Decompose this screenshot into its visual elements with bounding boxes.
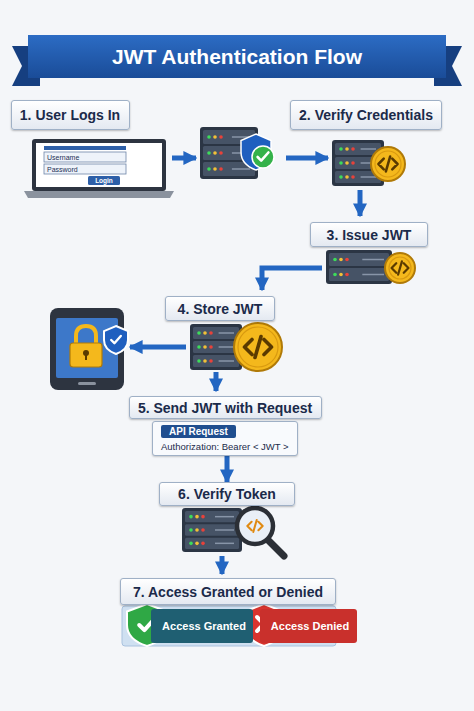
title: JWT Authentication Flow: [28, 35, 446, 78]
result-button: Access Denied: [260, 609, 357, 643]
result-button: Access Granted: [151, 609, 253, 643]
node-text: 1. User Logs In: [20, 107, 120, 123]
node-text: 6. Verify Token: [178, 486, 276, 502]
flow-arrow: [214, 372, 219, 391]
step-label: 3. Issue JWT: [310, 222, 428, 247]
node-text: 3. Issue JWT: [327, 227, 412, 243]
node-text: API Request: [161, 425, 236, 438]
flow-arrow: [262, 268, 322, 290]
flow-arrows: [130, 158, 360, 574]
step-label: 1. User Logs In: [11, 100, 130, 130]
step-label: 2. Verify Credentials: [290, 100, 442, 130]
node-text: 5. Send JWT with Request: [138, 400, 312, 416]
api-request-box: API RequestAuthorization: Bearer < JWT >: [152, 421, 298, 456]
verify-token-server: [182, 508, 242, 552]
phone: [50, 308, 128, 390]
flow-arrow: [172, 156, 196, 161]
flow-connector: [225, 456, 230, 482]
magnifier: [237, 508, 284, 556]
form-label: Password: [47, 165, 78, 174]
laptop: [24, 139, 174, 198]
form-label: Username: [47, 153, 79, 162]
issue-server: [326, 250, 392, 284]
code-coin: [371, 147, 405, 181]
node-text: 7. Access Granted or Denied: [133, 584, 323, 600]
node-text: Access Granted: [162, 620, 246, 633]
step-label: 7. Access Granted or Denied: [120, 578, 336, 605]
node-text: 4. Store JWT: [178, 301, 263, 317]
title-ribbon: [12, 35, 462, 86]
node-text: 2. Verify Credentials: [299, 107, 433, 123]
step-label: 6. Verify Token: [159, 482, 295, 506]
flow-arrow: [130, 345, 186, 350]
flow-arrow: [220, 556, 225, 574]
step-label: 4. Store JWT: [165, 296, 275, 321]
code-coin: [385, 253, 415, 283]
auth-server: [200, 127, 274, 179]
code-coin: [234, 323, 282, 371]
step-label: 5. Send JWT with Request: [129, 396, 322, 419]
flow-arrow: [286, 156, 328, 161]
node-text: Authorization: Bearer < JWT >: [161, 441, 289, 452]
form-label: Login: [95, 176, 113, 185]
flow-arrow: [358, 190, 363, 216]
node-text: Access Denied: [271, 620, 349, 633]
